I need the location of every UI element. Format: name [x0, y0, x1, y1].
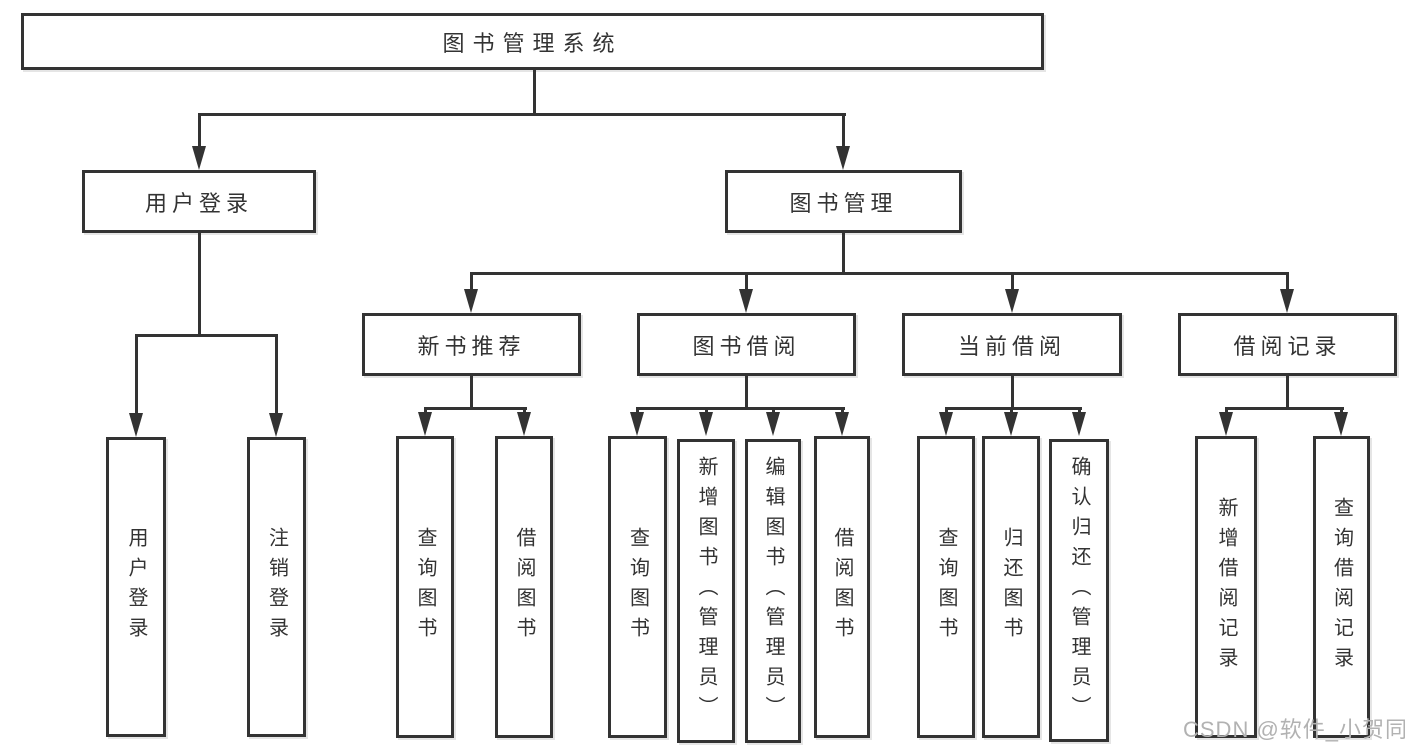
leaf-add-borrow-record: 新增借阅记录 — [1195, 436, 1257, 738]
arrow-down-icon — [464, 289, 478, 313]
leaf-add-book-admin: 新增图书（管理员） — [677, 439, 735, 743]
arrow-down-icon — [1005, 289, 1019, 313]
leaf-query-books-recommend: 查询图书 — [396, 436, 454, 738]
watermark: CSDN @软件_小贺同学 — [1183, 717, 1405, 742]
leaf-edit-book-admin: 编辑图书（管理员） — [745, 439, 801, 743]
connector-line — [198, 113, 846, 116]
node-book-borrow: 图书借阅 — [637, 313, 856, 376]
connector-line — [745, 272, 748, 292]
arrow-down-icon — [1280, 289, 1294, 313]
arrow-down-icon — [1219, 412, 1233, 436]
arrow-down-icon — [836, 146, 850, 170]
arrow-down-icon — [129, 413, 143, 437]
connector-line — [135, 334, 278, 337]
connector-line — [470, 376, 473, 410]
leaf-query-books-borrow: 查询图书 — [608, 436, 667, 738]
connector-line — [275, 334, 278, 417]
connector-line — [1286, 272, 1289, 292]
node-new-book-recommend: 新书推荐 — [362, 313, 581, 376]
arrow-down-icon — [630, 412, 644, 436]
leaf-query-borrow-record: 查询借阅记录 — [1313, 436, 1370, 738]
node-user-login: 用户登录 — [82, 170, 316, 233]
leaf-logout: 注销登录 — [247, 437, 306, 737]
arrow-down-icon — [1334, 412, 1348, 436]
node-book-management: 图书管理 — [725, 170, 962, 233]
connector-line — [533, 68, 536, 116]
connector-line — [198, 113, 201, 150]
arrow-down-icon — [835, 412, 849, 436]
connector-line — [1011, 376, 1014, 410]
leaf-borrow-books-recommend: 借阅图书 — [495, 436, 553, 738]
arrow-down-icon — [269, 413, 283, 437]
arrow-down-icon — [699, 412, 713, 436]
connector-line — [842, 233, 845, 275]
connector-line — [470, 272, 1289, 275]
connector-line — [945, 407, 1082, 410]
connector-line — [1011, 272, 1014, 292]
arrow-down-icon — [517, 412, 531, 436]
arrow-down-icon — [939, 412, 953, 436]
node-borrow-records: 借阅记录 — [1178, 313, 1397, 376]
connector-line — [636, 407, 845, 410]
arrow-down-icon — [418, 412, 432, 436]
connector-line — [745, 376, 748, 410]
arrow-down-icon — [766, 412, 780, 436]
arrow-down-icon — [192, 146, 206, 170]
leaf-return-book: 归还图书 — [982, 436, 1040, 738]
arrow-down-icon — [739, 289, 753, 313]
arrow-down-icon — [1004, 412, 1018, 436]
arrow-down-icon — [1072, 412, 1086, 436]
connector-line — [424, 407, 527, 410]
leaf-confirm-return-admin: 确认归还（管理员） — [1049, 439, 1109, 742]
leaf-query-books-current: 查询图书 — [917, 436, 975, 738]
connector-line — [198, 233, 201, 337]
connector-line — [1225, 407, 1344, 410]
connector-line — [842, 113, 845, 150]
leaf-user-login: 用户登录 — [106, 437, 166, 737]
connector-line — [470, 272, 473, 292]
connector-line — [135, 334, 138, 417]
leaf-borrow-books: 借阅图书 — [814, 436, 870, 738]
connector-line — [1286, 376, 1289, 410]
node-current-borrow: 当前借阅 — [902, 313, 1122, 376]
node-library-management-system: 图书管理系统 — [21, 13, 1044, 70]
